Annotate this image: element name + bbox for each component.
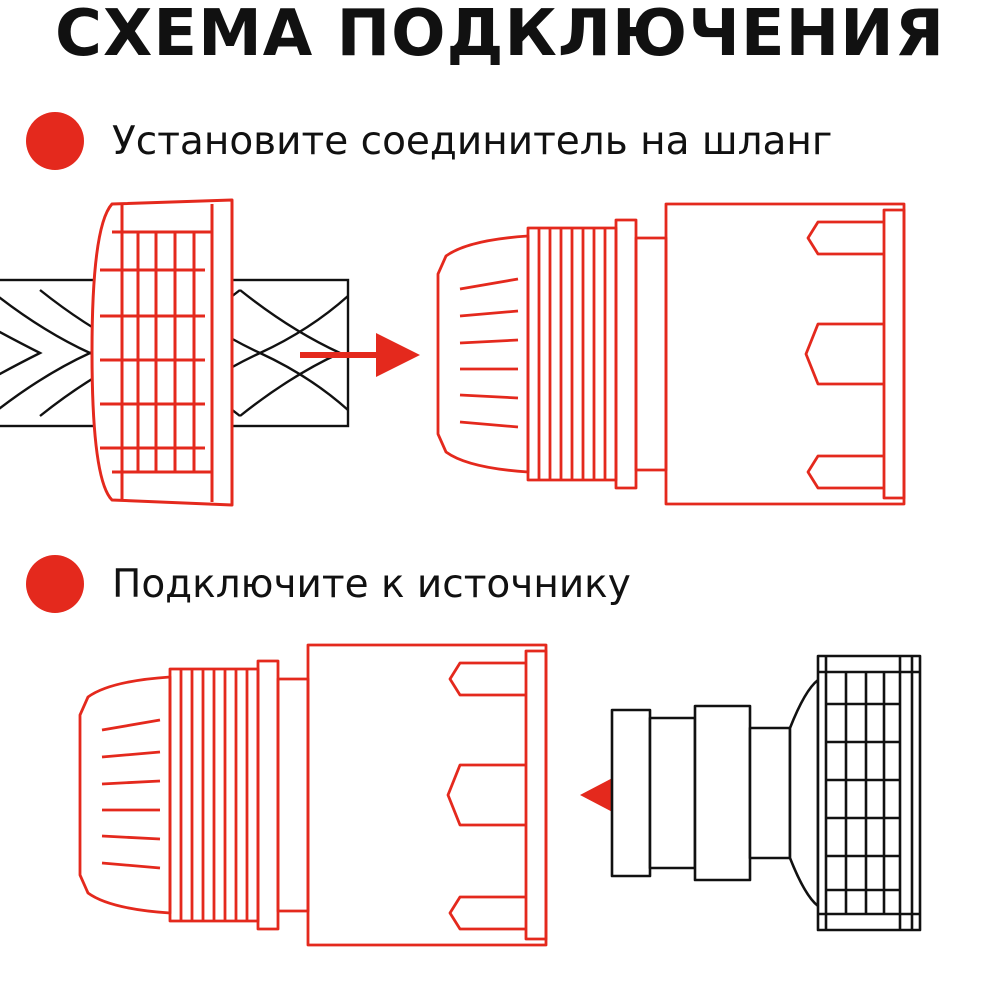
badge-circle bbox=[26, 555, 84, 613]
step-instruction: Подключите к источнику bbox=[112, 561, 631, 607]
badge-circle bbox=[26, 112, 84, 170]
tap-adapter-icon bbox=[610, 654, 922, 932]
page-title: СХЕМА ПОДКЛЮЧЕНИЯ bbox=[55, 0, 945, 71]
nut-icon bbox=[90, 198, 234, 507]
connector-icon bbox=[78, 643, 548, 947]
arrow-right-icon bbox=[300, 333, 420, 377]
step-instruction: Установите соединитель на шланг bbox=[112, 118, 833, 164]
connector-icon bbox=[436, 202, 906, 506]
